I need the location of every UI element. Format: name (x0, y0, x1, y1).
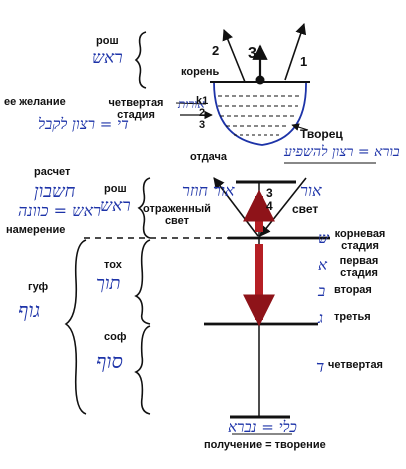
toch-brace (134, 239, 151, 325)
hebrew-letter-alef: א (318, 256, 328, 274)
label-koren: корень (181, 66, 220, 78)
label-pervaya-stadiya: первая стадия (339, 255, 379, 279)
sof-brace (134, 325, 151, 415)
number-screen-3: 3 (266, 186, 273, 200)
hebrew-letter-gimel: ג (318, 309, 323, 327)
hebrew-letter-bet: ב (318, 282, 326, 300)
guf-brace (64, 239, 87, 415)
hebrew-sof: סוף (96, 349, 123, 373)
number-row-2: 2 (199, 107, 206, 119)
label-otdacha: отдача (190, 151, 228, 163)
root-point (255, 75, 265, 85)
hebrew-letter-dalet: ד (316, 357, 325, 376)
label-poluchenie: получение = творение (204, 439, 326, 451)
hebrew-ohr-chozer: אור חוזר (182, 181, 235, 200)
pointer-tvorets (291, 123, 309, 131)
label-raschet: расчет (34, 166, 71, 178)
pointer-stage-4 (175, 102, 207, 105)
label-tretya: третья (334, 311, 371, 323)
hebrew-tvorets: בורא = רצון להשפיע (284, 144, 400, 160)
hebrew-letter-shoresh: ש (318, 229, 329, 247)
rosh-top-brace (134, 31, 147, 89)
label-svet: свет (292, 202, 319, 216)
label-namerenie: намерение (6, 224, 66, 236)
label-tvorets: Творец (300, 127, 343, 141)
number-arrow-1: 1 (300, 54, 308, 69)
label-otrazhenny-svet: отраженный свет (143, 203, 211, 227)
ohr-arrow (259, 177, 307, 237)
vessel-bowl (213, 81, 307, 146)
hebrew-rosh-top: ראש (92, 48, 123, 68)
light-arrow-2 (222, 28, 246, 83)
hebrew-cheshbon: חשבון (34, 181, 76, 202)
hebrew-kli: כלי = נברא (228, 418, 297, 436)
label-vtoraya: вторая (334, 284, 372, 296)
hebrew-toch: תוך (96, 273, 121, 294)
label-chetvertaya: четвертая (328, 359, 383, 371)
hebrew-ohr-vessel: אורות (178, 97, 205, 111)
hebrew-rosh-mid: ראש (100, 196, 131, 216)
hebrew-desire-stage: די = רצון לקבל (38, 115, 129, 133)
number-row-3: 3 (199, 119, 206, 131)
label-rosh-top: рош (96, 35, 119, 47)
label-sof: соф (104, 331, 127, 343)
number-screen-4: 4 (266, 199, 273, 213)
light-arrow-1 (284, 22, 307, 81)
hebrew-guf: גוף (18, 298, 41, 322)
hebrew-kavana: ראש = כוונה (18, 201, 101, 220)
number-row-k1: k1 (196, 95, 209, 107)
ohr-chozer-arrow (213, 177, 259, 237)
hebrew-ohr: אור (300, 181, 322, 200)
label-guf: гуф (28, 281, 49, 293)
label-rosh-mid: рош (104, 183, 127, 195)
label-chetvertaya-stadiya: четвертая стадия (108, 97, 164, 121)
number-arrow-3: 3 (248, 45, 257, 62)
number-arrow-2: 2 (212, 43, 220, 58)
rosh-mid-brace (137, 177, 151, 239)
label-toh: тох (104, 259, 122, 271)
label-kornevaya-stadiya: корневая стадия (334, 228, 386, 252)
label-ee-zhelanie: ее желание (4, 96, 66, 108)
